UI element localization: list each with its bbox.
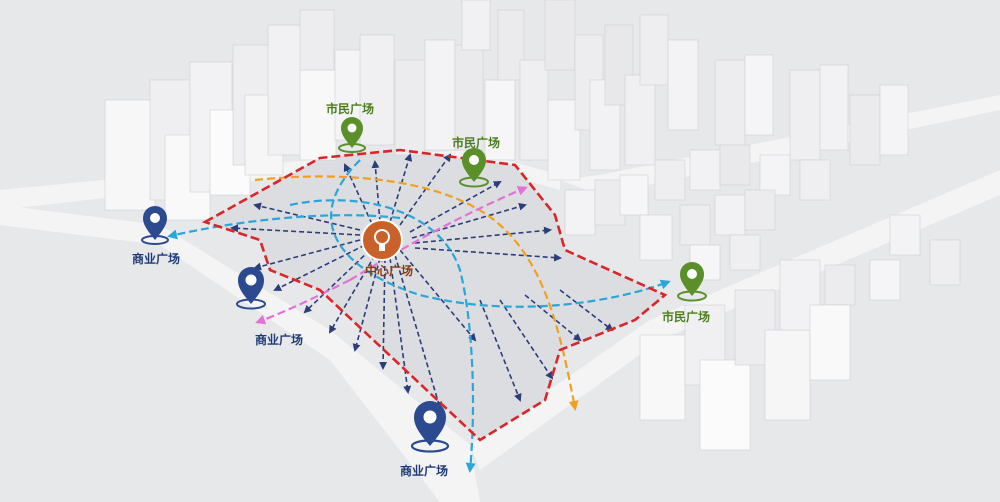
orange-axis xyxy=(254,175,579,411)
civic-plaza-label-right: 市民广场 xyxy=(662,310,711,324)
cyan-axis-bottom xyxy=(289,199,476,473)
commercial-plaza-label-left: 商业广场 xyxy=(132,252,181,266)
site-plaza xyxy=(205,150,665,440)
center-plaza-pin[interactable] xyxy=(361,219,403,261)
civic-pin-mid[interactable] xyxy=(459,148,489,188)
commercial-pin-left[interactable] xyxy=(141,206,169,245)
civic-plaza-label-mid: 市民广场 xyxy=(452,136,501,150)
cyan-axis-left xyxy=(167,214,401,240)
pink-axis-down xyxy=(255,279,351,325)
radial-arrows xyxy=(230,153,614,410)
buildings xyxy=(104,0,961,451)
commercial-pin-mid[interactable] xyxy=(236,267,266,310)
commercial-plaza-label-mid: 商业广场 xyxy=(255,333,304,347)
commercial-pin-bottom[interactable] xyxy=(410,401,450,453)
civic-pin-right[interactable] xyxy=(677,262,707,302)
commercial-plaza-label-bottom: 商业广场 xyxy=(400,464,449,478)
pink-axis-up xyxy=(349,186,528,281)
cyan-axis-top xyxy=(330,159,671,308)
civic-pin-top[interactable] xyxy=(338,117,366,153)
civic-plaza-label-top: 市民广场 xyxy=(326,102,375,116)
center-plaza-label: 中心广场 xyxy=(365,264,414,278)
site-boundary xyxy=(201,148,668,442)
